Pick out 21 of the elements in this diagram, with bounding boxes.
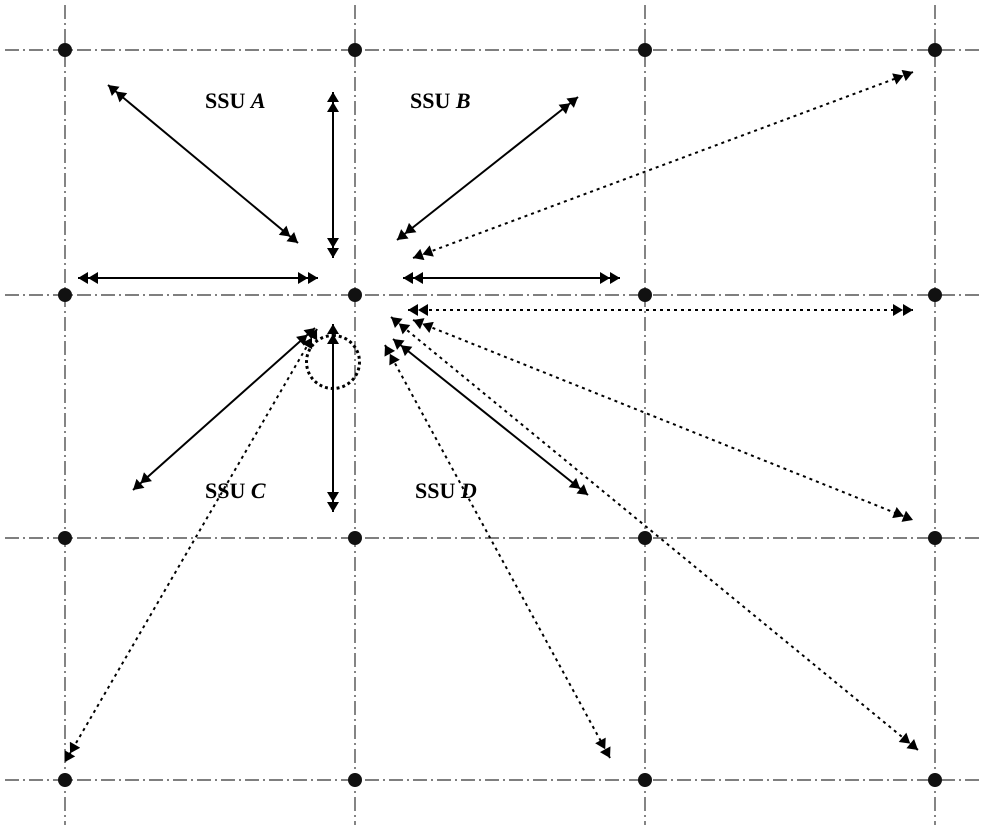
grid-point <box>58 43 72 57</box>
region-label: SSU C <box>205 478 266 504</box>
grid-point <box>928 531 942 545</box>
region-label: SSU B <box>410 88 471 114</box>
grid-point <box>348 43 362 57</box>
grid-point <box>58 288 72 302</box>
grid-point <box>928 288 942 302</box>
region-label: SSU A <box>205 88 266 114</box>
grid-point <box>928 43 942 57</box>
grid-point <box>638 43 652 57</box>
grid-point <box>58 531 72 545</box>
grid-point <box>638 773 652 787</box>
grid-point <box>638 531 652 545</box>
grid-point <box>638 288 652 302</box>
grid-point <box>348 531 362 545</box>
grid-point <box>348 773 362 787</box>
region-label: SSU D <box>415 478 477 504</box>
dotted-circle <box>305 334 361 390</box>
grid-point <box>58 773 72 787</box>
grid-point <box>928 773 942 787</box>
grid-point <box>348 288 362 302</box>
